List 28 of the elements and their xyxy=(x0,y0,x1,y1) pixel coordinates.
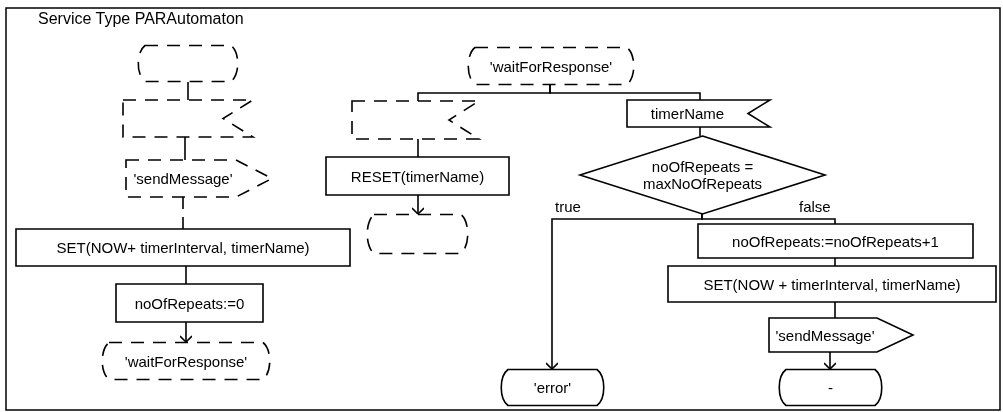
connector xyxy=(699,126,701,137)
connector xyxy=(834,301,836,319)
edge-label: false xyxy=(797,198,833,215)
symbol-text: SET(NOW+ timerInterval, timerName) xyxy=(56,239,310,256)
connector xyxy=(184,136,186,161)
symbol-text: 'sendMessage' xyxy=(775,326,875,344)
connector xyxy=(417,138,419,158)
connector xyxy=(701,213,836,225)
connector xyxy=(187,81,189,101)
symbol-text: noOfRepeats:=0 xyxy=(134,294,245,312)
symbol-text: - xyxy=(828,379,833,396)
symbol-text: noOfRepeats = maxNoOfRepeats xyxy=(641,158,764,192)
connector xyxy=(182,196,184,230)
connector xyxy=(834,257,836,267)
connector xyxy=(823,351,837,370)
connector xyxy=(549,84,701,101)
symbol-text: 'sendMessage' xyxy=(133,170,233,187)
symbol-text: 'error' xyxy=(533,379,572,396)
symbol-text: RESET(timerName) xyxy=(350,167,485,185)
symbol-text: 'waitForResponse' xyxy=(124,352,248,370)
connector xyxy=(179,321,193,343)
connector xyxy=(185,265,187,285)
symbol-text: SET(NOW + timerInterval, timerName) xyxy=(703,275,961,293)
symbol-text: timerName xyxy=(650,105,725,122)
diagram-title: Service Type PARAutomaton xyxy=(38,10,244,28)
connector xyxy=(411,194,425,215)
symbol-text: noOfRepeats:=noOfRepeats+1 xyxy=(732,232,939,250)
symbol-text: 'waitForResponse' xyxy=(489,57,613,75)
